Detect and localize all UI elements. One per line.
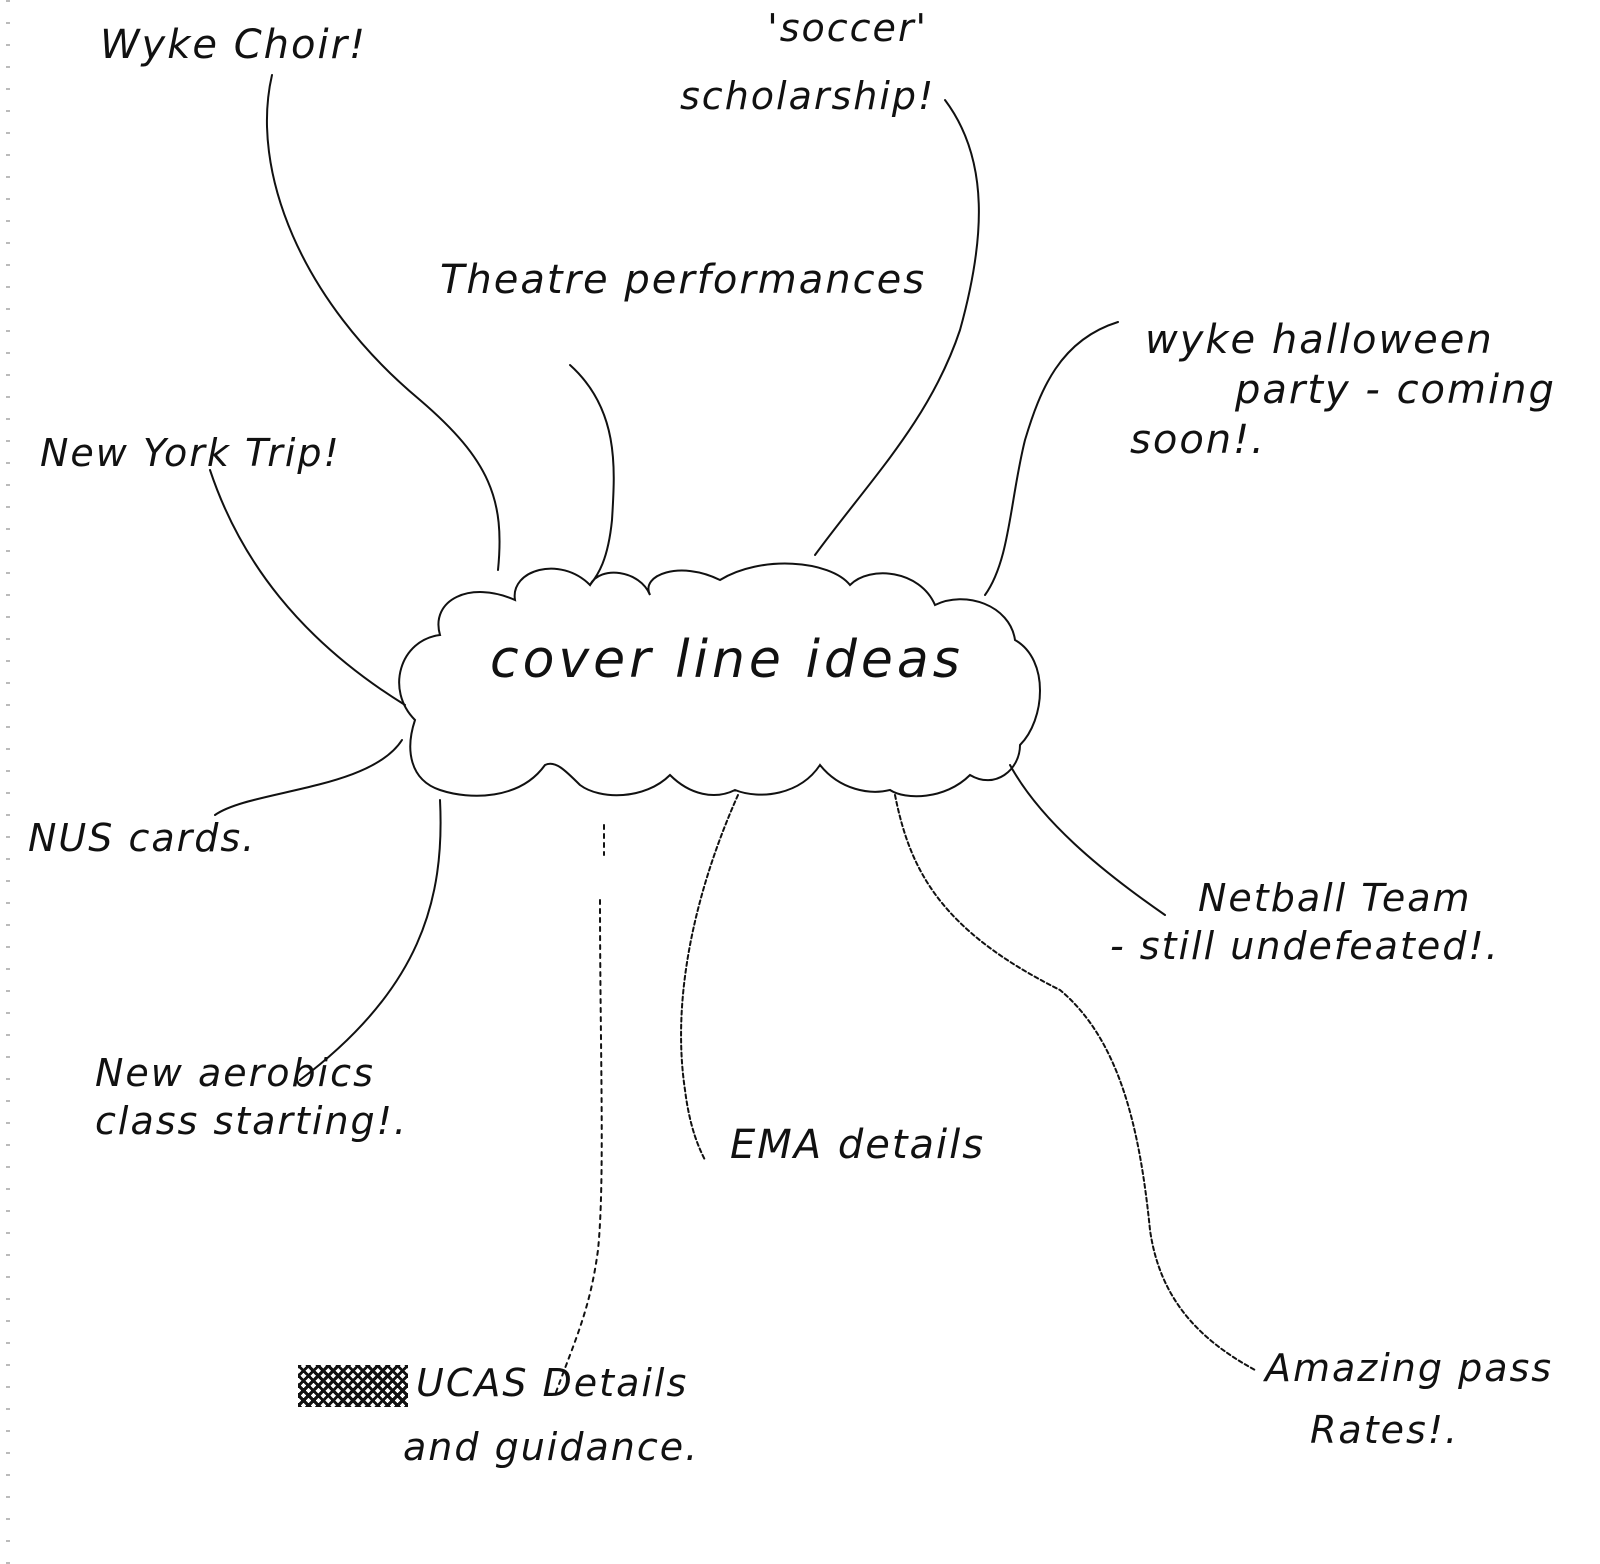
branch-text: party - coming	[1235, 367, 1556, 413]
branch-wyke-choir: Wyke Choir!	[100, 20, 367, 70]
branch-text: New aerobics	[95, 1051, 375, 1095]
branch-text: Amazing pass	[1265, 1346, 1554, 1390]
branch-nus-cards: NUS cards.	[28, 815, 256, 863]
branch-soccer-scholarship: 'soccer' scholarship!	[680, 5, 935, 120]
branch-text: class starting!.	[95, 1098, 408, 1143]
branch-text: 'soccer'	[767, 6, 929, 50]
branch-text: New York Trip!	[40, 431, 341, 475]
branch-text: Theatre performances	[440, 257, 927, 303]
branch-wyke-halloween-party: wyke halloween party - coming soon!.	[1130, 315, 1556, 465]
connector-pass-rates	[894, 794, 1256, 1371]
center-cloud-shape	[398, 562, 1041, 798]
branch-text: and guidance.	[403, 1424, 700, 1469]
branch-text: wyke halloween	[1145, 317, 1494, 363]
branch-netball-team: Netball Team - still undefeated!.	[1110, 875, 1500, 970]
scan-margin-dots	[6, 0, 10, 1564]
branch-text: soon!.	[1130, 417, 1266, 463]
branch-amazing-pass-rates: Amazing pass Rates!.	[1265, 1345, 1553, 1454]
branch-ema-details: EMA details	[730, 1120, 985, 1170]
connector-netball	[1009, 764, 1166, 916]
connector-soccer	[814, 99, 980, 556]
branch-text: Netball Team	[1198, 876, 1472, 920]
connector-aerobics	[299, 799, 442, 1081]
branch-text: Rates!.	[1310, 1407, 1460, 1452]
connector-newyork	[209, 469, 406, 706]
branch-new-aerobics-class: New aerobics class starting!.	[95, 1050, 408, 1145]
connector-halloween	[984, 321, 1119, 596]
branch-ucas-details: UCAS Details and guidance.	[298, 1360, 699, 1471]
connector-ucas	[554, 824, 605, 1396]
branch-theatre-performances: Theatre performances	[440, 255, 926, 305]
branch-text: NUS cards.	[28, 816, 257, 860]
branch-text: UCAS Details	[416, 1361, 689, 1405]
connector-wyke-choir	[265, 74, 501, 571]
branch-new-york-trip: New York Trip!	[40, 430, 341, 478]
branch-text: EMA details	[730, 1122, 986, 1168]
branch-text: Wyke Choir!	[100, 22, 368, 68]
connector-ema	[680, 794, 739, 1161]
branch-text: - still undefeated!.	[1110, 923, 1500, 968]
crossed-out-scribble	[298, 1364, 408, 1407]
connector-nus	[214, 739, 403, 816]
connector-theatre	[569, 364, 615, 586]
center-topic-label: cover line ideas	[490, 630, 964, 690]
branch-text: scholarship!	[680, 73, 936, 118]
